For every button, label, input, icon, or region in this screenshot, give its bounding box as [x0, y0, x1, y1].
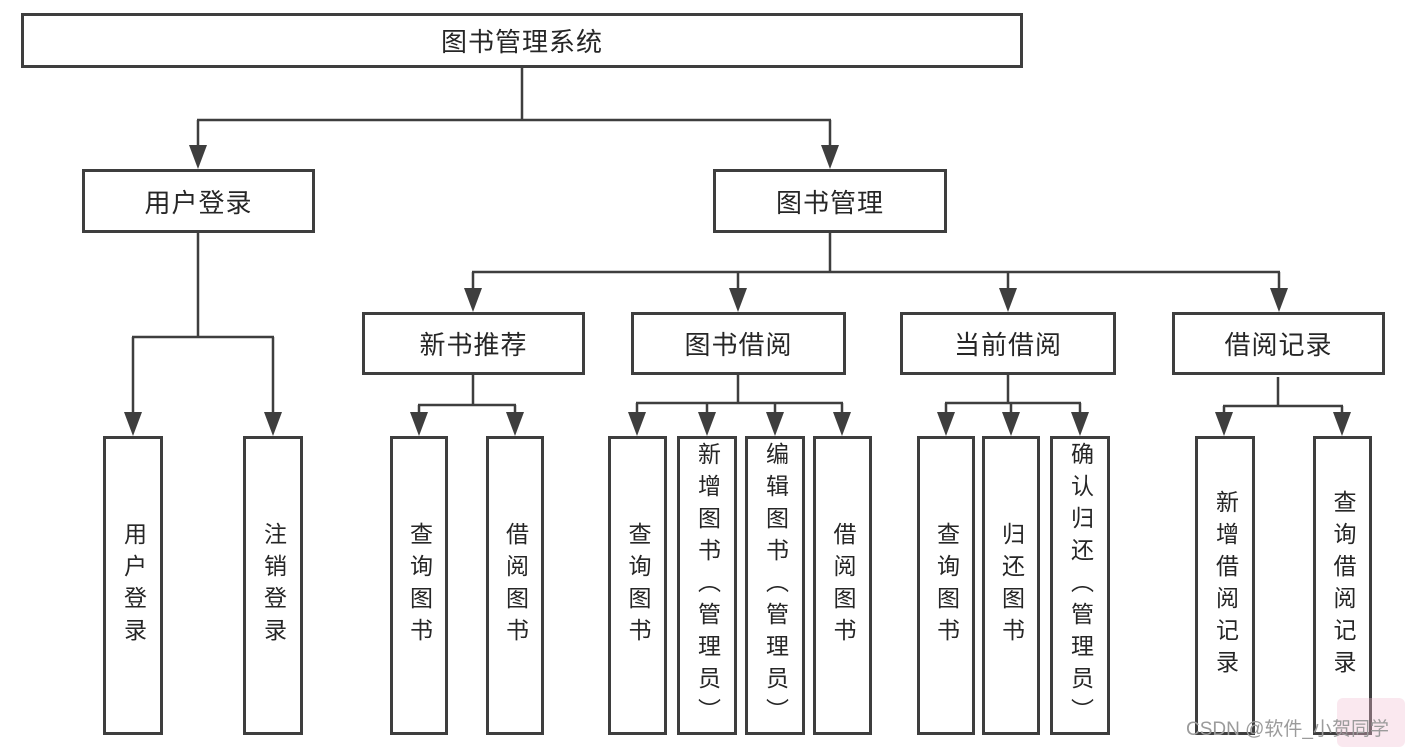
node-nbr-query-books: 查询图书: [390, 436, 448, 735]
node-bb-borrow-books: 借阅图书: [813, 436, 872, 735]
node-bb-edit-books-admin: 编辑图书（管理员）: [745, 436, 805, 735]
node-cb-confirm-return-admin: 确认归还（管理员）: [1050, 436, 1110, 735]
node-bb-add-books-admin: 新增图书（管理员）: [677, 436, 737, 735]
node-book-borrowing: 图书借阅: [631, 312, 846, 375]
node-borrowing-records: 借阅记录: [1172, 312, 1385, 375]
watermark-tint: [1337, 698, 1405, 747]
node-br-add-record: 新增借阅记录: [1195, 436, 1255, 735]
arrowheads: [124, 145, 1351, 436]
node-library-management-system: 图书管理系统: [21, 13, 1023, 68]
node-bb-query-books: 查询图书: [608, 436, 667, 735]
node-logout-leaf: 注销登录: [243, 436, 303, 735]
node-br-query-record: 查询借阅记录: [1313, 436, 1372, 735]
watermark: CSDN @软件_小贺同学: [1186, 719, 1389, 740]
node-new-book-recommendation: 新书推荐: [362, 312, 585, 375]
node-user-login: 用户登录: [82, 169, 315, 233]
node-nbr-borrow-books: 借阅图书: [486, 436, 544, 735]
node-current-borrowing: 当前借阅: [900, 312, 1116, 375]
node-book-management: 图书管理: [713, 169, 947, 233]
node-user-login-leaf: 用户登录: [103, 436, 163, 735]
node-cb-query-books: 查询图书: [917, 436, 975, 735]
node-cb-return-books: 归还图书: [982, 436, 1040, 735]
